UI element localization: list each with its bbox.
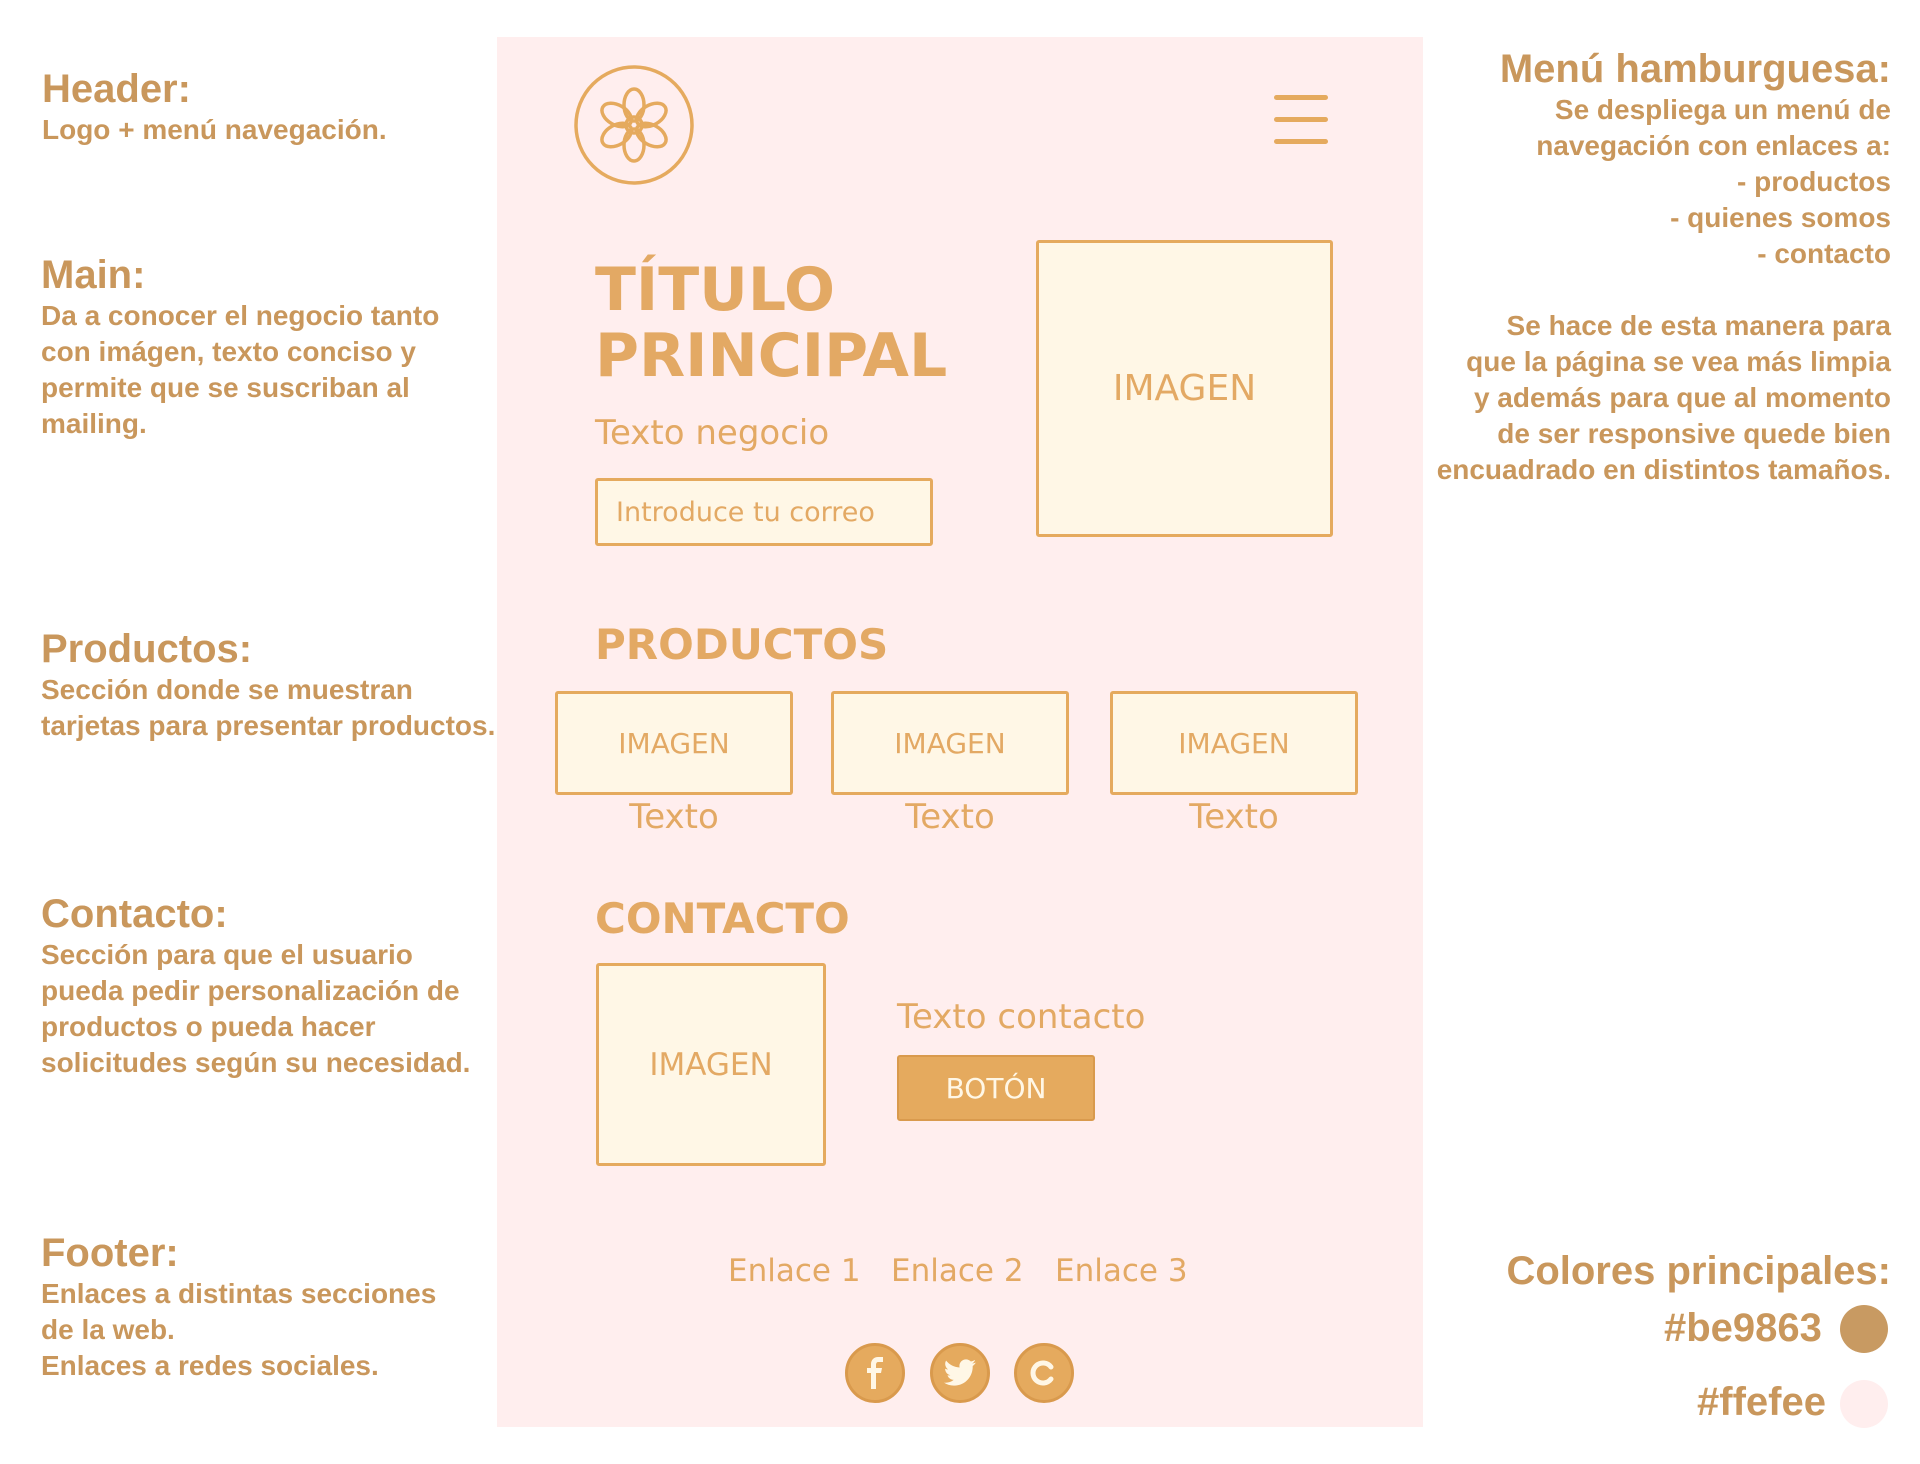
product-image: IMAGEN	[555, 691, 793, 795]
annotation-contacto: Contacto: Sección para que el usuario pu…	[41, 891, 470, 1081]
annotation-contacto-line: solicitudes según su necesidad.	[41, 1047, 471, 1078]
annotation-main-line: mailing.	[41, 408, 147, 439]
product-text: Texto	[629, 797, 719, 837]
contact-button-label: BOTÓN	[945, 1071, 1047, 1105]
product-text: Texto	[1189, 797, 1279, 837]
annotation-menu: Menú hamburguesa: Se despliega un menú d…	[1437, 46, 1891, 488]
annotation-footer-title: Footer:	[41, 1231, 179, 1275]
annotation-menu-line: Se despliega un menú de	[1554, 94, 1891, 125]
annotation-main-line: Da a conocer el negocio tanto	[41, 300, 440, 331]
logo[interactable]	[573, 64, 695, 186]
contact-text: Texto contacto	[897, 997, 1146, 1037]
annotation-footer-line: Enlaces a distintas secciones	[41, 1278, 437, 1309]
hero-title-line1: TÍTULO	[595, 255, 835, 325]
twitter-button[interactable]	[930, 1343, 990, 1403]
annotation-colors: Colores principales:	[1506, 1248, 1891, 1294]
annotation-header-text: Logo + menú navegación.	[42, 114, 387, 145]
annotation-menu-title: Menú hamburguesa:	[1499, 47, 1891, 91]
annotation-contacto-line: Sección para que el usuario	[41, 939, 413, 970]
annotation-menu-line: encuadrado en distintos tamaños.	[1436, 454, 1891, 485]
email-input-placeholder: Introduce tu correo	[616, 496, 875, 528]
annotation-contacto-line: pueda pedir personalización de	[41, 975, 460, 1006]
footer-link-3[interactable]: Enlace 3	[1055, 1253, 1188, 1289]
contact-image: IMAGEN	[596, 963, 826, 1166]
annotation-productos-title: Productos:	[41, 627, 253, 671]
annotation-menu-line: - quienes somos	[1670, 202, 1891, 233]
hero-text: Texto negocio	[595, 413, 830, 453]
annotation-menu-line: navegación con enlaces a:	[1536, 130, 1891, 161]
hero-title: TÍTULO PRINCIPAL	[595, 257, 947, 389]
color-2-swatch	[1840, 1380, 1888, 1428]
annotation-main-line: con imágen, texto conciso y	[41, 336, 416, 367]
annotation-productos-line: tarjetas para presentar productos.	[41, 710, 496, 741]
annotation-colors-title: Colores principales:	[1506, 1249, 1891, 1293]
contact-image-label: IMAGEN	[649, 1046, 773, 1083]
color-1-swatch	[1840, 1305, 1888, 1353]
product-image: IMAGEN	[831, 691, 1069, 795]
contact-button[interactable]: BOTÓN	[897, 1055, 1095, 1121]
hamburger-menu-button[interactable]	[1274, 95, 1330, 151]
product-card[interactable]: IMAGEN Texto	[831, 691, 1069, 837]
annotation-main-title: Main:	[41, 253, 146, 297]
flower-icon	[574, 65, 694, 185]
contact-heading: CONTACTO	[595, 894, 850, 943]
footer-link-2[interactable]: Enlace 2	[891, 1253, 1024, 1289]
product-image: IMAGEN	[1110, 691, 1358, 795]
annotation-header: Header: Logo + menú navegación.	[42, 66, 387, 148]
product-image-label: IMAGEN	[1178, 726, 1290, 760]
annotation-productos: Productos: Sección donde se muestran tar…	[41, 626, 495, 744]
annotation-productos-line: Sección donde se muestran	[41, 674, 413, 705]
annotation-menu-line: - productos	[1737, 166, 1891, 197]
facebook-button[interactable]	[845, 1343, 905, 1403]
color-1-label: #be9863	[1664, 1306, 1822, 1350]
products-heading: PRODUCTOS	[595, 620, 889, 669]
copyright-icon	[1030, 1360, 1054, 1386]
annotation-main-line: permite que se suscriban al	[41, 372, 410, 403]
annotation-menu-line: de ser responsive quede bien	[1497, 418, 1891, 449]
color-2-label: #ffefee	[1697, 1380, 1826, 1424]
annotation-menu-line: - contacto	[1757, 238, 1891, 269]
annotation-contacto-title: Contacto:	[41, 892, 228, 936]
footer-link-1[interactable]: Enlace 1	[728, 1253, 861, 1289]
hero-image-label: IMAGEN	[1112, 368, 1257, 409]
hero-image: IMAGEN	[1036, 240, 1333, 537]
product-card[interactable]: IMAGEN Texto	[1110, 691, 1358, 837]
annotation-header-title: Header:	[42, 67, 191, 111]
product-text: Texto	[905, 797, 995, 837]
annotation-footer-line: de la web.	[41, 1314, 175, 1345]
annotation-footer: Footer: Enlaces a distintas secciones de…	[41, 1230, 436, 1384]
product-image-label: IMAGEN	[618, 726, 730, 760]
email-input[interactable]: Introduce tu correo	[595, 478, 933, 546]
annotation-footer-line: Enlaces a redes sociales.	[41, 1350, 379, 1381]
wireframe-mockup: TÍTULO PRINCIPAL Texto negocio Introduce…	[497, 37, 1423, 1427]
hero-title-line2: PRINCIPAL	[595, 321, 948, 391]
annotation-menu-line: y además para que al momento	[1473, 382, 1891, 413]
product-card[interactable]: IMAGEN Texto	[555, 691, 793, 837]
annotation-menu-line: que la página se vea más limpia	[1466, 346, 1891, 377]
annotation-main: Main: Da a conocer el negocio tanto con …	[41, 252, 439, 442]
annotation-menu-line: Se hace de esta manera para	[1506, 310, 1891, 341]
facebook-icon	[867, 1357, 883, 1389]
twitter-icon	[943, 1359, 976, 1386]
copyright-button[interactable]	[1014, 1343, 1074, 1403]
annotation-contacto-line: productos o pueda hacer	[41, 1011, 376, 1042]
product-image-label: IMAGEN	[894, 726, 1006, 760]
annotation-menu-line	[1437, 272, 1891, 308]
